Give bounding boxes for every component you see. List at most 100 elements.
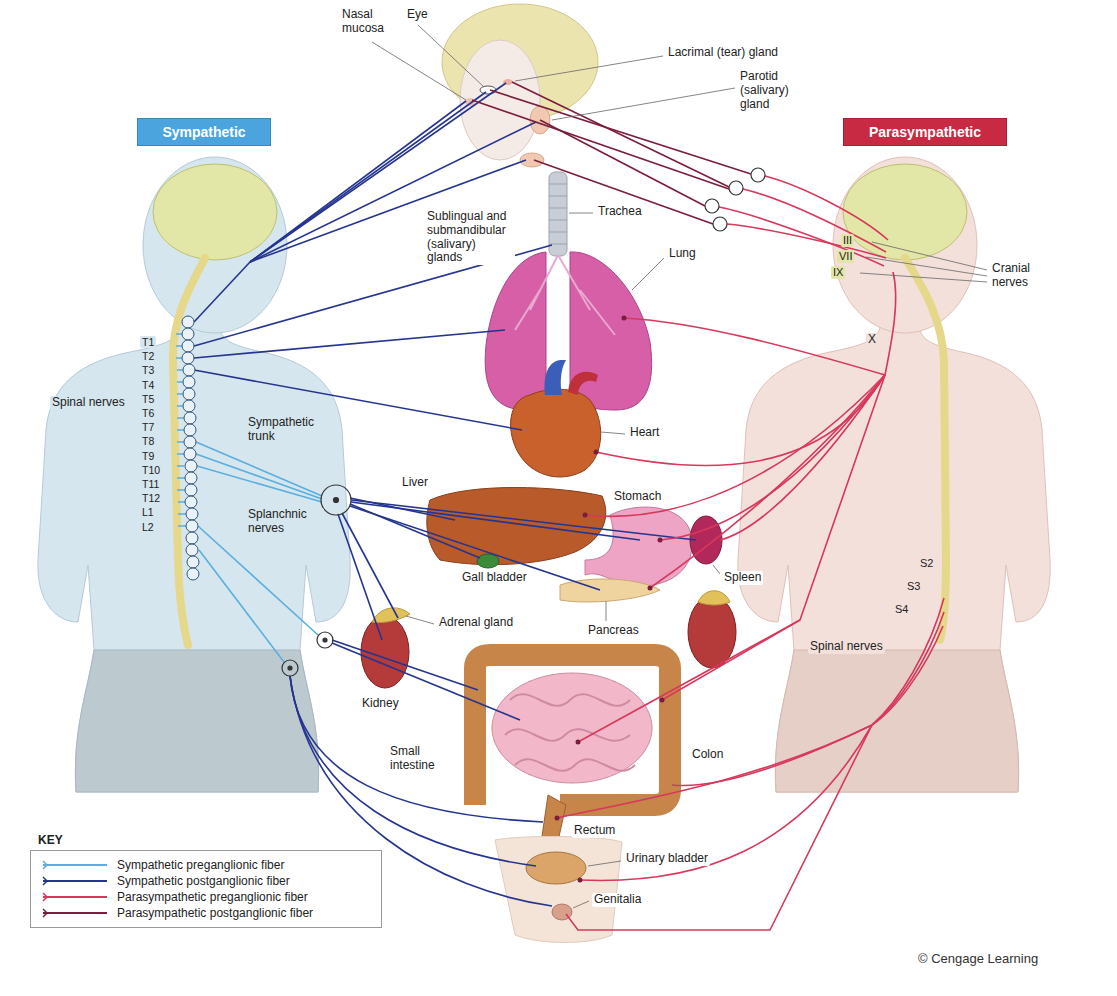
ganglion-dot bbox=[288, 666, 292, 670]
part-label: Nasal mucosa bbox=[340, 8, 394, 36]
organs bbox=[361, 252, 736, 943]
ganglion-circle bbox=[317, 632, 333, 648]
nerve-number: S2 bbox=[918, 557, 935, 570]
nerve-number: VII bbox=[837, 250, 854, 263]
legend-sample bbox=[41, 875, 111, 887]
heart bbox=[511, 389, 601, 477]
ganglion-dot bbox=[323, 638, 327, 642]
legend-sample bbox=[41, 907, 111, 919]
ganglion-circle bbox=[186, 544, 198, 556]
nerve-fiber bbox=[332, 643, 520, 720]
parasympathetic-postganglionic bbox=[472, 82, 751, 224]
ganglion-circle bbox=[185, 484, 197, 496]
ganglion-circle bbox=[185, 460, 197, 472]
part-label: Sympathetic trunk bbox=[246, 416, 324, 444]
part-label: Kidney bbox=[360, 697, 401, 711]
ganglion-circle bbox=[182, 352, 194, 364]
leader-lines bbox=[372, 25, 987, 908]
ganglion-circle bbox=[183, 388, 195, 400]
part-label: Eye bbox=[405, 8, 430, 22]
spinal-segment: L1 bbox=[140, 506, 156, 518]
leader-line bbox=[569, 213, 593, 214]
part-label: Lacrimal (tear) gland bbox=[666, 46, 780, 60]
shorts bbox=[75, 650, 318, 792]
part-label: Spinal nerves bbox=[50, 396, 127, 410]
legend-text: Sympathetic preganglionic fiber bbox=[117, 858, 284, 872]
nerve-fiber bbox=[765, 176, 888, 240]
ganglion-dot bbox=[658, 538, 663, 543]
nerve-fiber bbox=[743, 189, 886, 252]
ganglion-circle bbox=[183, 376, 195, 388]
intestine-loops bbox=[505, 694, 635, 771]
legend-heading: KEY bbox=[36, 834, 65, 848]
legend-line bbox=[43, 880, 107, 882]
pelvis bbox=[495, 836, 622, 942]
legend-row: Parasympathetic postganglionic fiber bbox=[41, 905, 371, 921]
ganglion-circle bbox=[184, 424, 196, 436]
nerve-fiber bbox=[585, 375, 885, 516]
part-label: Trachea bbox=[596, 205, 644, 219]
spinal-segment: T2 bbox=[140, 350, 156, 362]
ganglion-circle bbox=[184, 436, 196, 448]
ganglion-dot bbox=[578, 878, 583, 883]
ganglion-circle bbox=[187, 568, 199, 580]
part-label: Parotid (salivary) gland bbox=[738, 70, 806, 111]
part-label: Heart bbox=[628, 426, 661, 440]
body-silhouette bbox=[738, 320, 1050, 792]
legend-tick bbox=[43, 861, 47, 869]
part-label: Urinary bladder bbox=[624, 852, 710, 866]
ganglion-circle bbox=[713, 217, 727, 231]
leader-line bbox=[372, 42, 466, 100]
parasympathetic-figure bbox=[738, 157, 1050, 792]
leader-line bbox=[573, 901, 589, 908]
part-label: Genitalia bbox=[592, 893, 643, 907]
head-silhouette bbox=[833, 157, 977, 333]
legend-text: Parasympathetic preganglionic fiber bbox=[117, 890, 308, 904]
vagus-nerve bbox=[885, 272, 896, 375]
ganglion-dot bbox=[594, 450, 599, 455]
sublingual-gland bbox=[520, 153, 544, 167]
ganglion-circle bbox=[184, 412, 196, 424]
legend-line bbox=[43, 912, 107, 914]
ganglion-dot bbox=[555, 816, 560, 821]
sympathetic-preganglionic bbox=[176, 316, 322, 662]
ganglion-circle bbox=[187, 556, 199, 568]
nerve-fiber bbox=[624, 318, 885, 375]
urinary-bladder bbox=[526, 852, 586, 884]
part-label: Spleen bbox=[722, 571, 763, 585]
adrenal-gland bbox=[372, 608, 410, 623]
ganglion-circle bbox=[185, 472, 197, 484]
leader-line bbox=[418, 25, 484, 87]
ganglion-circle bbox=[183, 400, 195, 412]
small-intestine bbox=[492, 673, 652, 783]
spinal-segment: T7 bbox=[140, 421, 156, 433]
stomach bbox=[585, 507, 692, 586]
leader-line bbox=[866, 257, 987, 276]
nerve-fiber bbox=[662, 620, 800, 700]
nerve-fiber bbox=[194, 262, 250, 322]
ganglion-dot bbox=[576, 740, 581, 745]
nerve-fiber bbox=[350, 506, 600, 590]
part-label: Small intestine bbox=[388, 745, 446, 773]
spinal-segment: T4 bbox=[140, 379, 156, 391]
legend-row: Sympathetic postganglionic fiber bbox=[41, 873, 371, 889]
brain bbox=[843, 164, 967, 260]
legend-tick bbox=[43, 909, 47, 917]
ganglion-circle bbox=[729, 181, 743, 195]
spinal-segment: T3 bbox=[140, 364, 156, 376]
nerve-fiber bbox=[650, 375, 885, 588]
header-text: Sympathetic bbox=[162, 124, 245, 140]
figure-group bbox=[738, 157, 1050, 792]
nerve-fiber bbox=[540, 120, 705, 206]
legend-tick bbox=[43, 877, 47, 885]
bronchi bbox=[515, 255, 615, 335]
legend-box: Sympathetic preganglionic fiberSympathet… bbox=[30, 850, 382, 928]
part-label: Gall bladder bbox=[460, 571, 529, 585]
ganglion-circle bbox=[182, 328, 194, 340]
kidney bbox=[688, 596, 736, 668]
part-label: Colon bbox=[690, 748, 725, 762]
sympathetic-figure bbox=[38, 157, 350, 792]
legend-sample bbox=[41, 859, 111, 871]
copyright-note: © Cengage Learning bbox=[916, 952, 1040, 967]
